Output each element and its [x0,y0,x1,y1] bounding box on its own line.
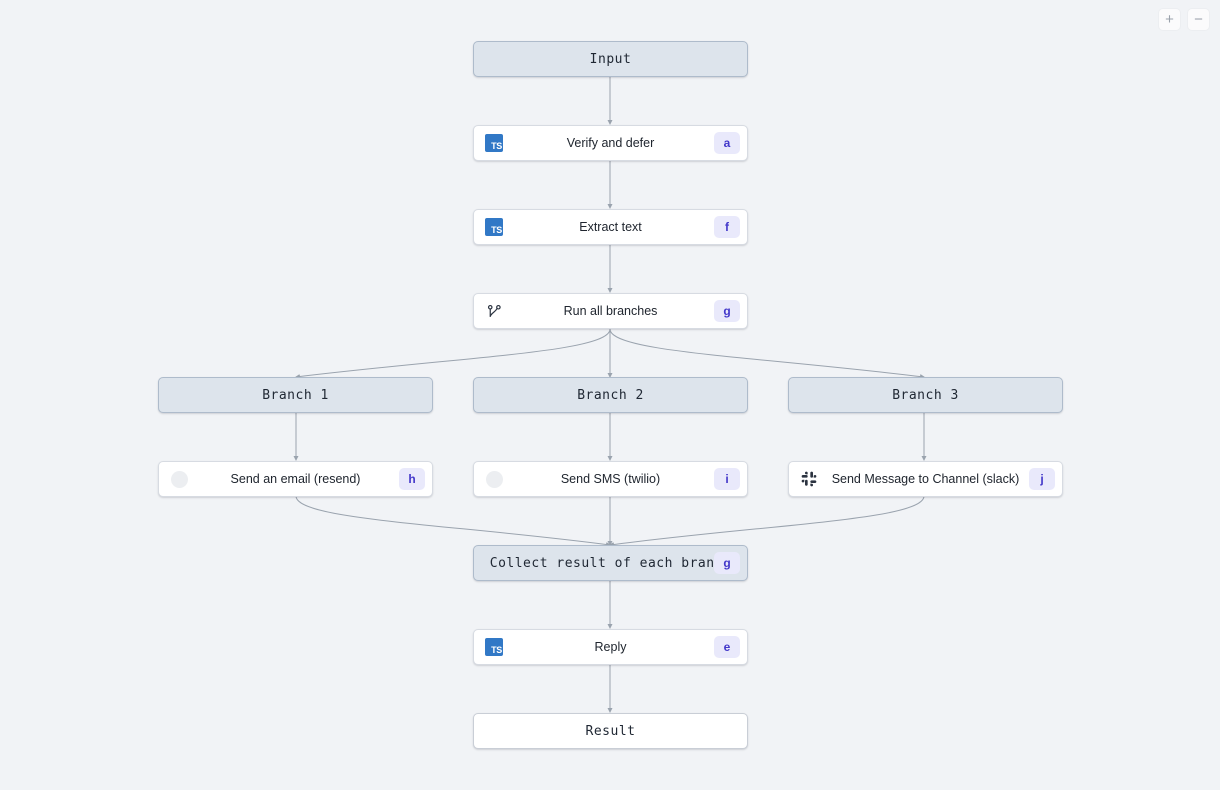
resend-circle-icon [169,469,189,489]
zoom-in-button[interactable]: + [1158,8,1181,31]
node-branch-3-label: Branch 3 [892,387,959,403]
node-input[interactable]: Input [473,41,748,77]
typescript-icon-text: TS [491,225,502,235]
node-result-label: Result [585,723,636,739]
twilio-circle-icon [484,469,504,489]
node-send-message-to-channel-badge[interactable]: j [1029,468,1055,490]
node-collect-result[interactable]: Collect result of each branch g [473,545,748,581]
minus-icon: − [1194,11,1203,28]
node-send-sms-label: Send SMS (twilio) [560,472,661,486]
node-branch-2[interactable]: Branch 2 [473,377,748,413]
node-send-sms[interactable]: Send SMS (twilio) i [473,461,748,497]
node-run-all-branches[interactable]: Run all branches g [473,293,748,329]
node-send-an-email[interactable]: Send an email (resend) h [158,461,433,497]
node-verify-and-defer-label: Verify and defer [566,136,655,150]
node-branch-1[interactable]: Branch 1 [158,377,433,413]
node-branch-1-label: Branch 1 [262,387,329,403]
node-branch-2-label: Branch 2 [577,387,644,403]
branch-fork-icon [484,301,504,321]
typescript-icon: TS [484,637,504,657]
node-input-label: Input [589,51,632,67]
node-run-all-branches-label: Run all branches [563,304,658,318]
typescript-icon: TS [484,217,504,237]
node-send-message-to-channel-label: Send Message to Channel (slack) [831,472,1020,486]
node-extract-text[interactable]: TS Extract text f [473,209,748,245]
node-send-an-email-label: Send an email (resend) [230,472,361,486]
node-send-sms-badge[interactable]: i [714,468,740,490]
node-reply-badge[interactable]: e [714,636,740,658]
zoom-out-button[interactable]: − [1187,8,1210,31]
typescript-icon: TS [484,133,504,153]
node-collect-result-badge[interactable]: g [714,552,740,574]
zoom-controls: + − [1158,8,1210,31]
node-verify-and-defer[interactable]: TS Verify and defer a [473,125,748,161]
node-send-message-to-channel[interactable]: Send Message to Channel (slack) j [788,461,1063,497]
plus-icon: + [1165,11,1174,28]
node-collect-result-label: Collect result of each branch [489,555,732,571]
node-send-an-email-badge[interactable]: h [399,468,425,490]
node-run-all-branches-badge[interactable]: g [714,300,740,322]
typescript-icon-text: TS [491,141,502,151]
node-branch-3[interactable]: Branch 3 [788,377,1063,413]
slack-icon [799,469,819,489]
node-reply[interactable]: TS Reply e [473,629,748,665]
node-extract-text-badge[interactable]: f [714,216,740,238]
node-result[interactable]: Result [473,713,748,749]
typescript-icon-text: TS [491,645,502,655]
node-reply-label: Reply [594,640,627,654]
node-extract-text-label: Extract text [579,220,642,234]
node-verify-and-defer-badge[interactable]: a [714,132,740,154]
